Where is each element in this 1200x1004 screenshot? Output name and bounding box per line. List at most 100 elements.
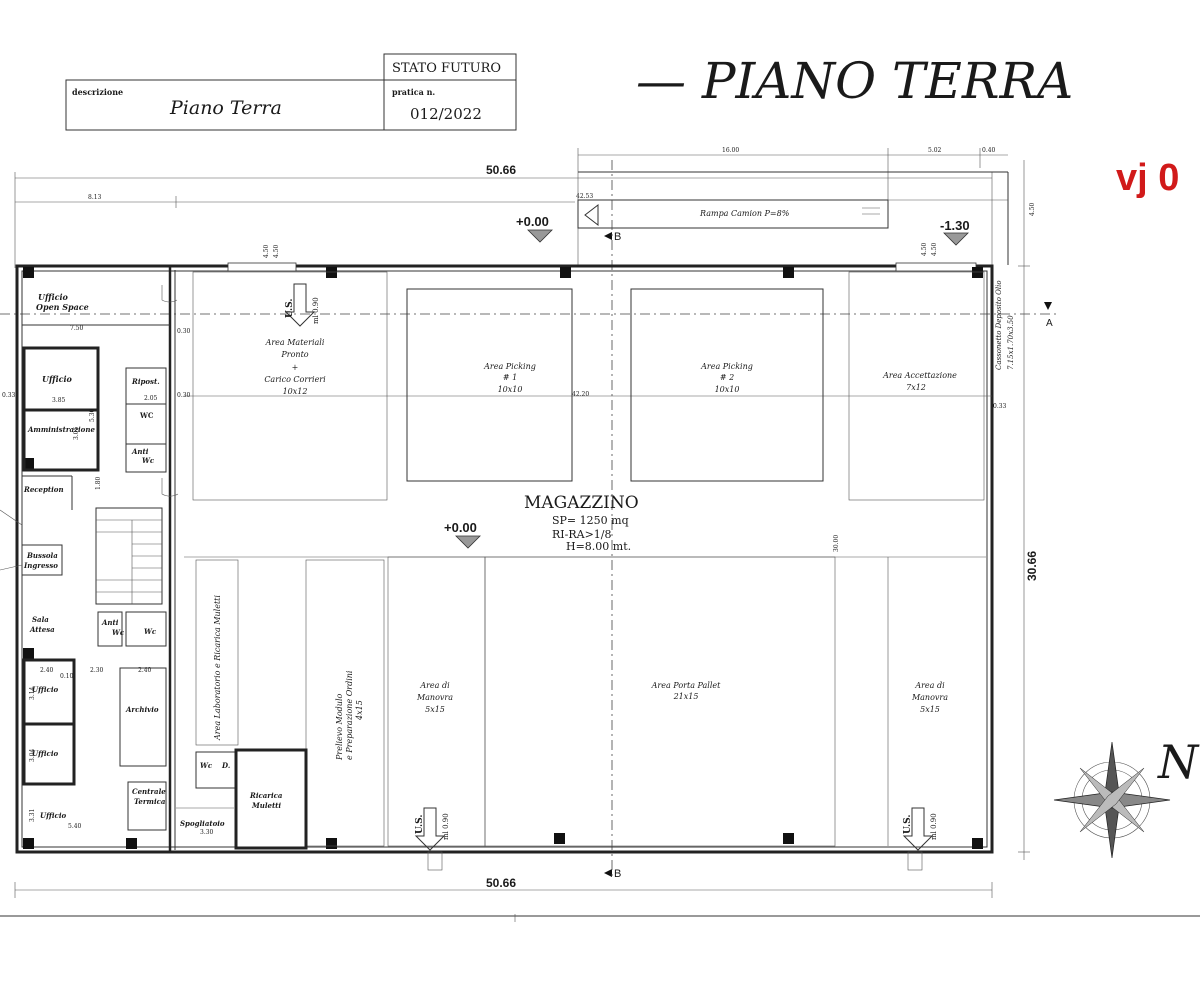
room-ufficio-4: Ufficio [40, 811, 66, 820]
room-wc-3: Wc [200, 761, 213, 770]
svg-text:ml 0.90: ml 0.90 [930, 813, 938, 840]
top-width-dim: 50.66 [486, 163, 516, 177]
section-mark-b-top: B [604, 231, 621, 243]
svg-text:4.50: 4.50 [931, 242, 938, 256]
svg-text:SP= 1250 mq: SP= 1250 mq [552, 514, 629, 527]
door-dims: 4.50 4.50 4.50 4.50 [263, 242, 938, 871]
ramp-label: Rampa Camion P=8% [699, 209, 790, 218]
status-label: STATO FUTURO [392, 61, 501, 76]
svg-text:10x10: 10x10 [715, 385, 740, 394]
north-arrow: N [1053, 735, 1200, 859]
svg-text:2.05: 2.05 [144, 395, 158, 402]
room-d: D. [221, 761, 230, 770]
room-ufficio-3: Ufficio [32, 749, 58, 758]
room-ripost: Ripost. [131, 377, 160, 386]
svg-text:Wc: Wc [112, 628, 125, 637]
bottom-width-dim: 50.66 [486, 876, 516, 890]
room-bussola: Bussola [26, 551, 58, 560]
level-marker-yard: +0.00 [516, 214, 553, 243]
svg-text:A: A [1046, 318, 1053, 329]
left-margin-dim: 0.33 [2, 392, 16, 399]
pratica-value: 012/2022 [410, 105, 482, 123]
svg-text:2.40: 2.40 [40, 667, 54, 674]
svg-text:7.50: 7.50 [70, 325, 84, 332]
area-picking-2: Area Picking # 2 10x10 [630, 288, 824, 482]
svg-text:+0.00: +0.00 [516, 214, 549, 229]
description-value: Piano Terra [169, 97, 282, 119]
drawing-title: — PIANO TERRA [636, 52, 1073, 110]
room-wc-1: WC [139, 411, 154, 420]
section-mark-b-bottom: B [604, 868, 621, 880]
svg-text:Prelievo Modulo: Prelievo Modulo [335, 693, 344, 761]
svg-text:B: B [614, 231, 621, 243]
ramp-end-dim: 5.02 [928, 147, 942, 154]
margin-dim-2: 0.30 [177, 392, 191, 399]
svg-text:2.30: 2.30 [90, 667, 104, 674]
svg-text:5.40: 5.40 [68, 823, 82, 830]
right-top-dim: 4.50 [1029, 202, 1036, 216]
svg-text:Muletti: Muletti [251, 801, 281, 810]
svg-text:4.50: 4.50 [273, 244, 280, 258]
svg-text:3.05: 3.05 [73, 426, 80, 440]
svg-text:H=8.00 mt.: H=8.00 mt. [566, 540, 631, 553]
svg-text:Area di: Area di [914, 681, 945, 690]
room-amministrazione: Amministrazione [27, 425, 95, 434]
svg-text:21x15: 21x15 [673, 692, 699, 701]
left-segment-dim: 8.13 [88, 194, 102, 201]
area-manovra-2: Area di Manovra 5x15 [911, 681, 948, 714]
svg-text:Area Picking: Area Picking [483, 362, 536, 371]
svg-text:7x12: 7x12 [906, 383, 926, 392]
warehouse-label: MAGAZZINO SP= 1250 mq RI-RA>1/8 H=8.00 m… [524, 493, 639, 553]
structural-columns [23, 267, 983, 849]
room-ufficio-2: Ufficio [32, 685, 58, 694]
svg-text:2.40: 2.40 [138, 667, 152, 674]
area-porta-pallet: Area Porta Pallet 21x15 [484, 556, 836, 847]
emergency-exit-top: U.S. ml 0.90 [284, 283, 320, 327]
svg-text:RI-RA>1/8: RI-RA>1/8 [552, 528, 612, 541]
room-anti-wc-2: Anti [101, 618, 119, 627]
svg-text:3.14: 3.14 [29, 686, 36, 700]
emergency-exit-bottom-right: U.S. ml 0.90 [902, 807, 938, 851]
svg-text:7.15x1.70x3.50: 7.15x1.70x3.50 [1007, 315, 1015, 370]
svg-text:U.S.: U.S. [903, 815, 913, 834]
room-ufficio-1: Ufficio [42, 374, 73, 384]
svg-text:U.S.: U.S. [285, 299, 295, 318]
room-ricarica-muletti: Ricarica [249, 791, 283, 800]
svg-text:1.80: 1.80 [95, 476, 102, 490]
svg-text:ml 0.90: ml 0.90 [442, 813, 450, 840]
svg-text:-1.30: -1.30 [940, 218, 970, 233]
svg-text:U.S.: U.S. [415, 815, 425, 834]
svg-text:Area Materiali: Area Materiali [265, 338, 325, 347]
ramp-mark-dim: 42.53 [576, 193, 593, 200]
svg-text:Termica: Termica [134, 797, 166, 806]
inner-height-dim: 30.00 [833, 535, 840, 552]
svg-text:4.50: 4.50 [921, 242, 928, 256]
room-anti-wc-1: Anti [131, 447, 149, 456]
svg-text:B: B [614, 868, 621, 880]
svg-text:Area Accettazione: Area Accettazione [882, 371, 957, 380]
margin-dim-1: 0.30 [177, 328, 191, 335]
svg-text:3.85: 3.85 [52, 397, 66, 404]
description-label: descrizione [72, 87, 123, 97]
svg-text:Manovra: Manovra [416, 693, 453, 702]
svg-text:Area Porta Pallet: Area Porta Pallet [651, 681, 722, 690]
svg-text:Wc: Wc [142, 456, 155, 465]
svg-text:5x15: 5x15 [920, 705, 940, 714]
area-manovra-1: Area di Manovra 5x15 [387, 556, 486, 847]
svg-text:3.30: 3.30 [200, 829, 214, 836]
depth-dim: 30.66 [1025, 551, 1039, 581]
bottom-dimensions: 50.66 [0, 876, 1200, 922]
svg-text:4.50: 4.50 [263, 244, 270, 258]
svg-text:MAGAZZINO: MAGAZZINO [524, 493, 639, 513]
level-marker-ramp: -1.30 [940, 218, 970, 246]
inner-length-dim: 42.20 [572, 391, 589, 398]
svg-text:Open Space: Open Space [36, 302, 89, 312]
svg-text:4x15: 4x15 [355, 700, 364, 721]
section-mark-a: A [1044, 302, 1053, 329]
room-centrale-termica: Centrale [132, 787, 166, 796]
svg-text:# 1: # 1 [503, 373, 517, 382]
right-dimensions: 4.50 30.66 30.00 0.33 [833, 160, 1039, 860]
svg-text:Ingresso: Ingresso [23, 561, 58, 570]
ramp-tail-dim: 0.40 [982, 147, 996, 154]
